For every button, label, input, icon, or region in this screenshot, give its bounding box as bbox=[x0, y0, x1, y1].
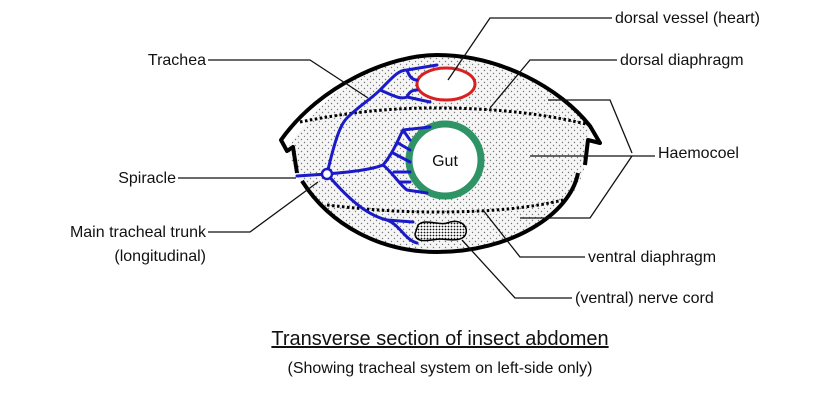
label-main-trunk-sub: (longitudinal) bbox=[114, 248, 206, 265]
label-heart: dorsal vessel (heart) bbox=[615, 10, 760, 27]
label-nerve-cord: (ventral) nerve cord bbox=[575, 290, 714, 307]
nerve-cord bbox=[414, 220, 468, 242]
spiracle bbox=[320, 167, 334, 181]
label-trachea: Trachea bbox=[148, 52, 206, 69]
ventral-diaphragm bbox=[326, 198, 564, 214]
label-dorsal-diaphragm: dorsal diaphragm bbox=[620, 52, 744, 69]
label-spiracle: Spiracle bbox=[118, 170, 176, 187]
gut-label: Gut bbox=[432, 153, 458, 170]
body-wall-dorsal bbox=[279, 53, 602, 174]
label-main-trunk: Main tracheal trunk bbox=[70, 224, 207, 241]
body-wall-ventral bbox=[300, 172, 580, 255]
label-ventral-diaphragm: ventral diaphragm bbox=[588, 249, 716, 266]
dorsal-vessel-heart bbox=[415, 66, 477, 102]
leader-lines bbox=[178, 17, 655, 299]
diagram-title: Transverse section of insect abdomen bbox=[271, 328, 608, 350]
diagram-subtitle: (Showing tracheal system on left-side on… bbox=[287, 360, 592, 377]
tracheal-system bbox=[295, 63, 439, 245]
label-haemocoel: Haemocoel bbox=[658, 145, 739, 162]
